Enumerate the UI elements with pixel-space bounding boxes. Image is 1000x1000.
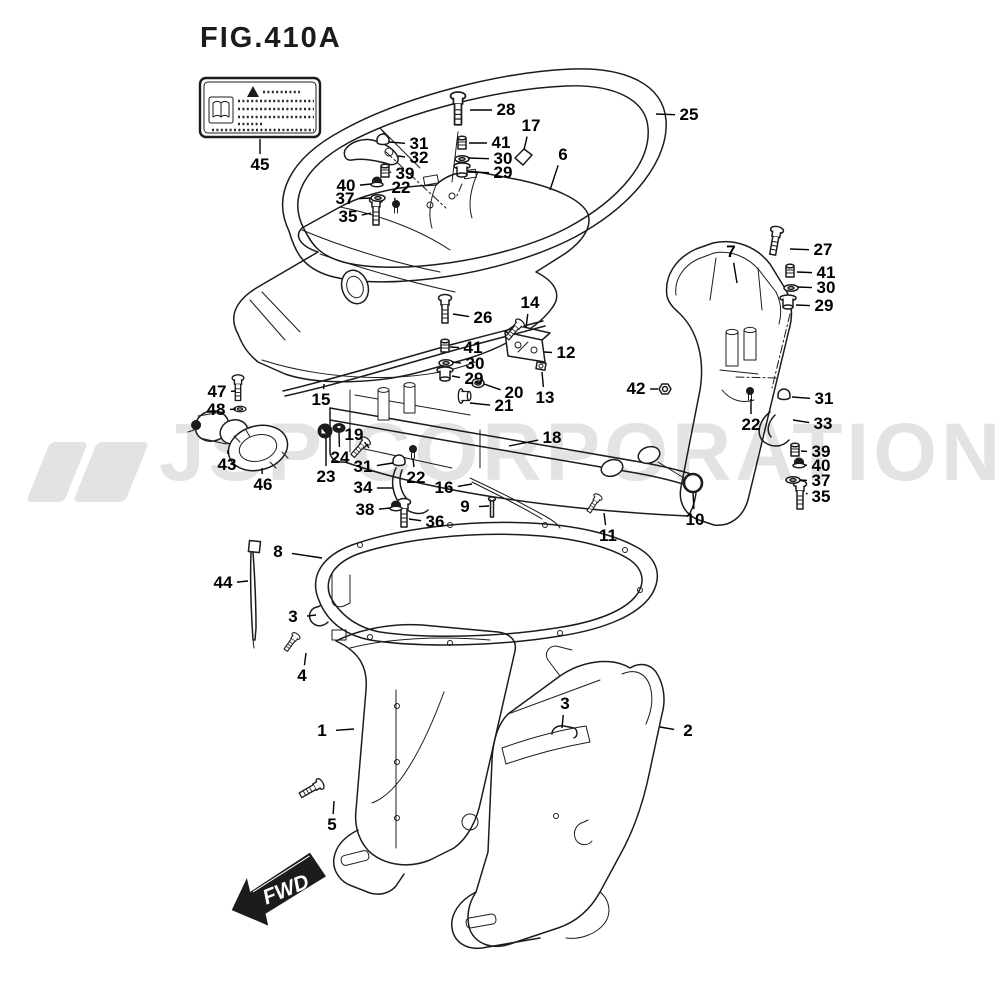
part-8-gasket (314, 521, 659, 646)
leader-lines (227, 109, 813, 815)
part-7-side-cover-right (665, 240, 793, 526)
part-6-side-cover-upper (233, 168, 590, 383)
part-3-clip (308, 605, 329, 627)
watermark-text: JSP CORPORATION (159, 407, 1000, 498)
part-24-ring (332, 423, 346, 433)
figure-title: FIG.410A (200, 22, 342, 54)
part-46-boot (227, 424, 289, 472)
part-10-plug (682, 472, 704, 494)
part-23-cap (317, 423, 333, 439)
part-17-pad (514, 148, 533, 166)
part-33-link (758, 411, 790, 447)
warning-triangle-icon (247, 86, 259, 97)
part-44-cable-tie (247, 539, 262, 649)
warning-sticker (198, 76, 322, 139)
part-1-side-cover-left (331, 623, 517, 895)
part-9-pin (487, 496, 497, 518)
part-3-clip (551, 725, 578, 739)
part-2-side-cover-right (451, 645, 665, 950)
part-18-lower-cover-band (329, 382, 704, 529)
part-13-nut (535, 361, 547, 371)
part-16-shift-guide (469, 477, 561, 529)
fwd-arrow: FWD (231, 852, 326, 926)
manual-book-icon (208, 96, 234, 124)
watermark: JSP CORPORATION (25, 407, 1000, 502)
part-25-seal-ring (281, 68, 667, 283)
part-32-clamp-lever (343, 138, 399, 166)
